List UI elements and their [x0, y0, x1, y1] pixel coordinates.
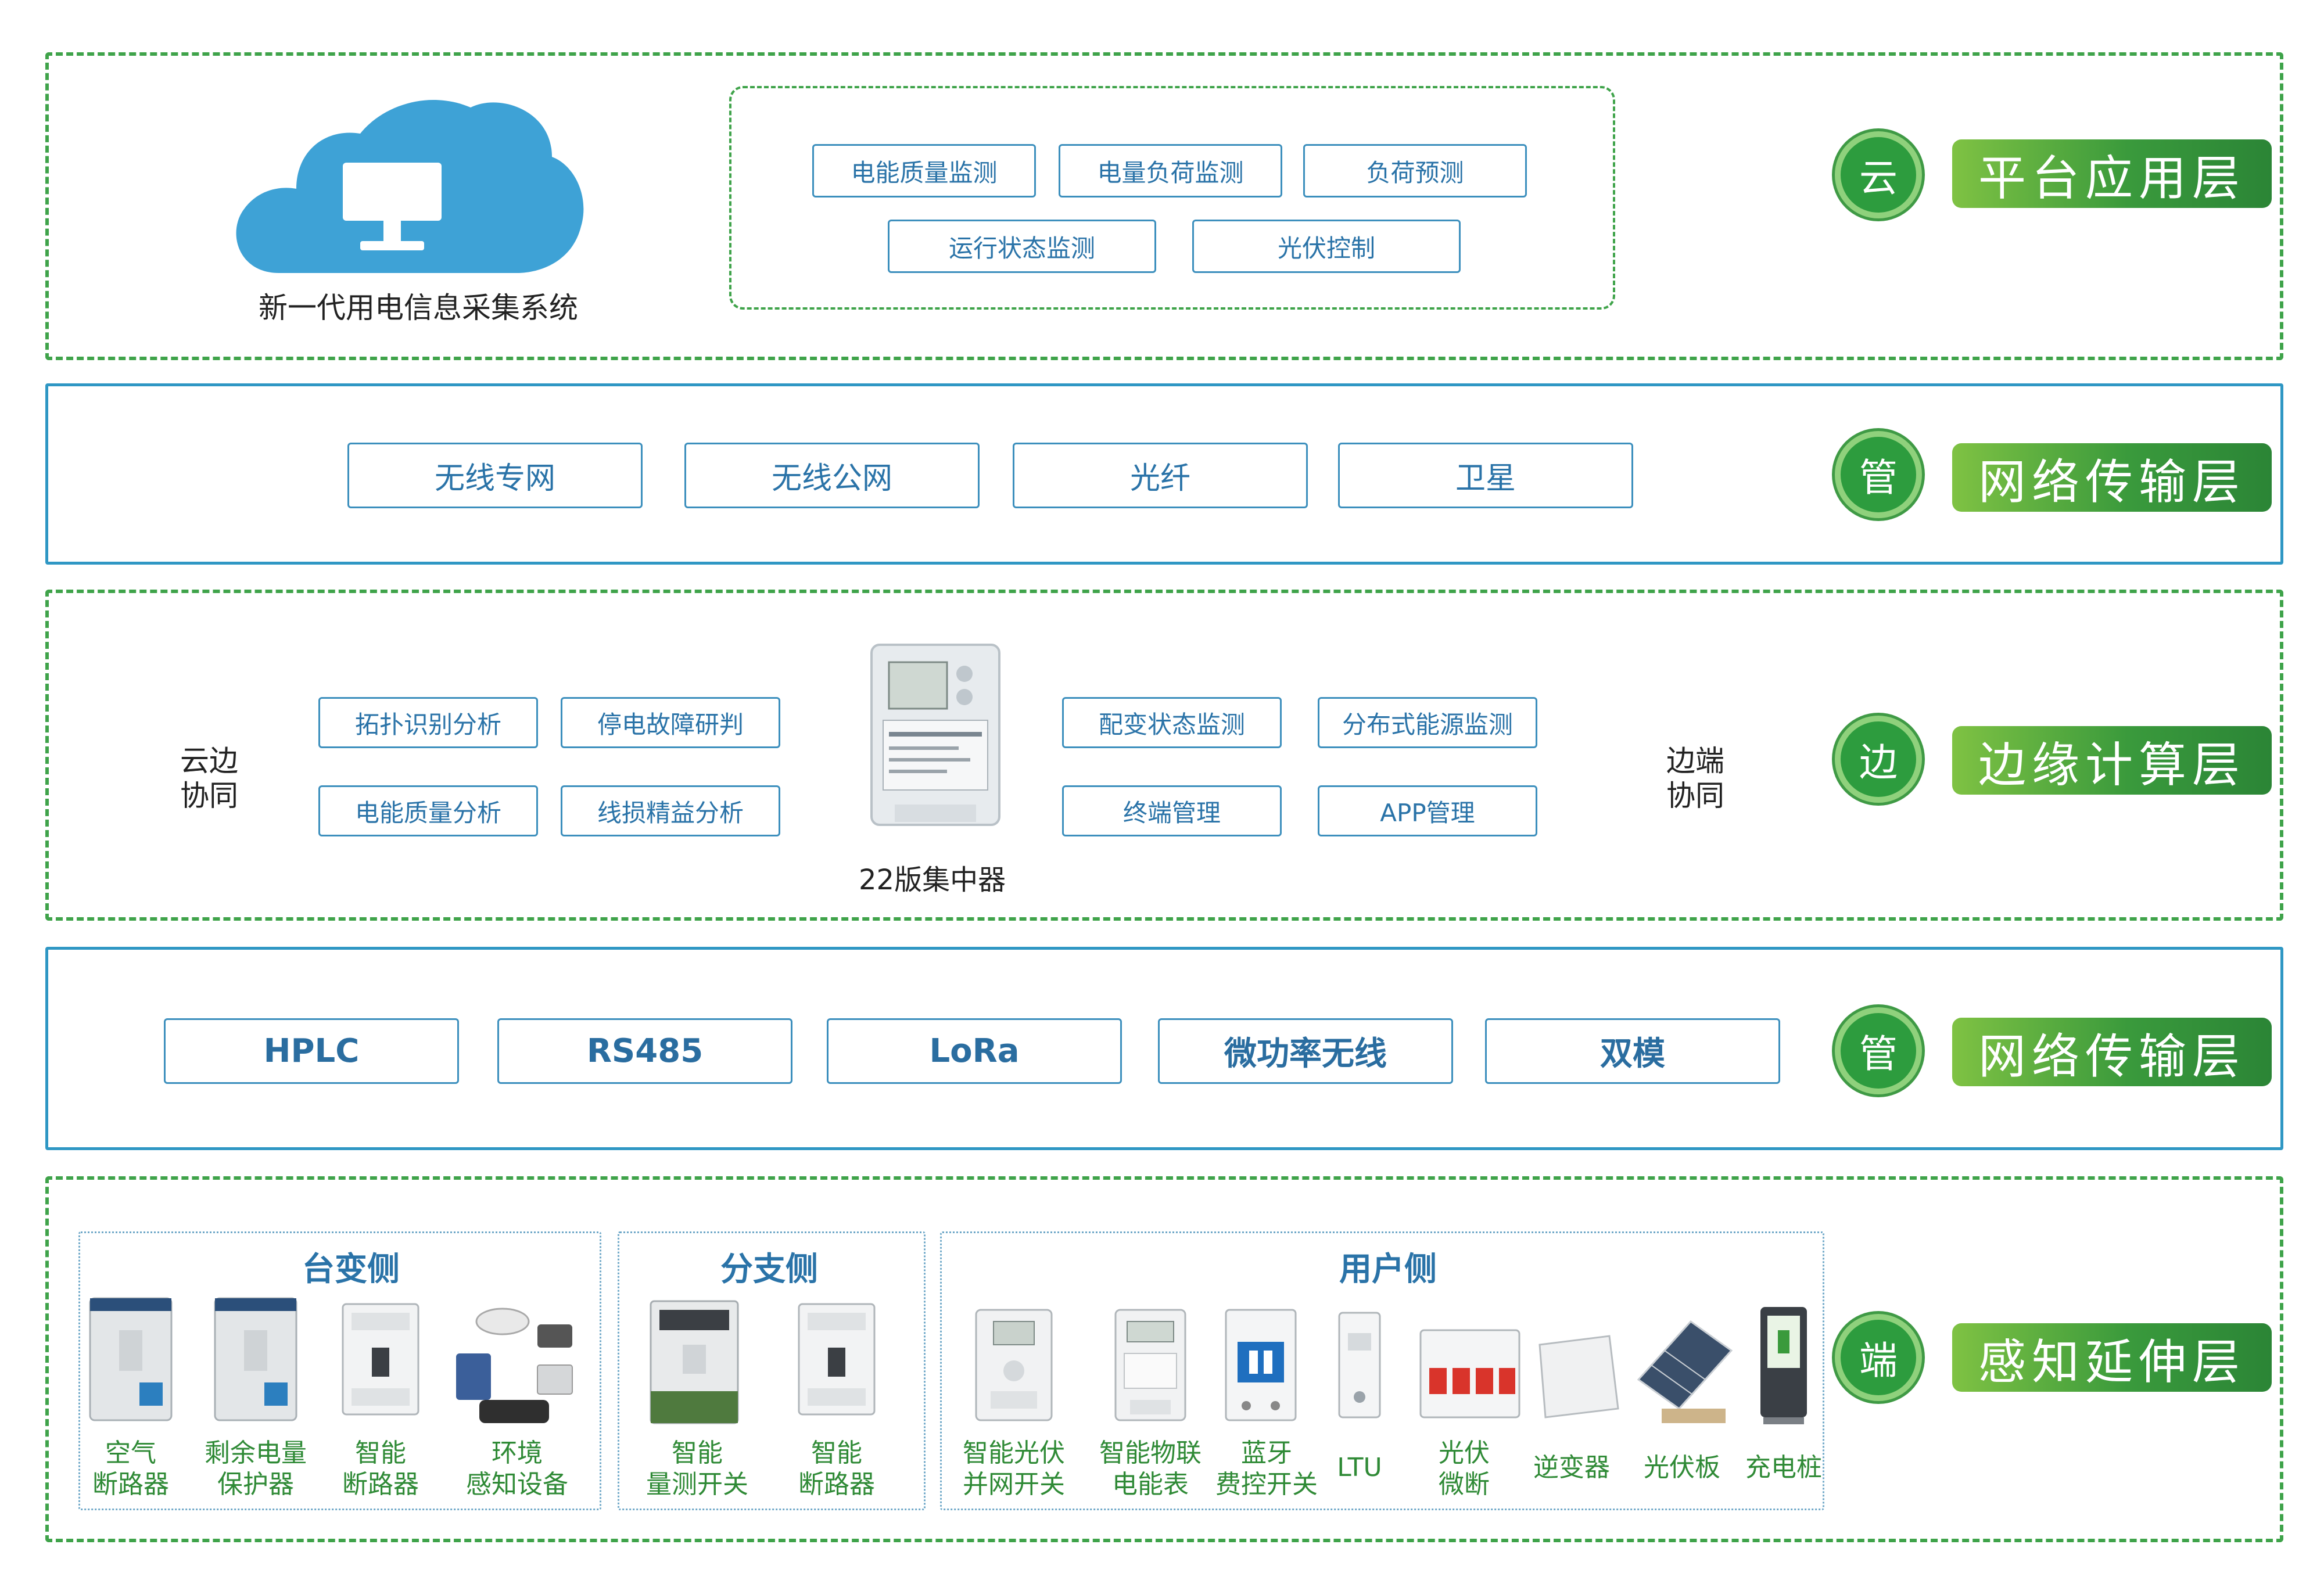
terminal-badge: 端 — [1835, 1314, 1922, 1401]
environment-sensor-image — [456, 1308, 573, 1423]
group-branch-side-title: 分支侧 — [720, 1251, 818, 1288]
inverter-image — [1538, 1335, 1619, 1418]
network-layer-top — [45, 383, 2283, 565]
network-layer-bottom — [45, 947, 2283, 1150]
smart-breaker-image — [342, 1303, 419, 1416]
device-pv-grid-switch-caption: 智能光伏并网开关 — [963, 1438, 1065, 1499]
concentrator-caption: 22版集中器 — [859, 864, 1006, 896]
edge-end-note-line1: 边端 — [1666, 744, 1724, 778]
device-iot-meter-caption: 智能物联电能表 — [1099, 1438, 1202, 1499]
pv-grid-switch-image — [975, 1309, 1053, 1421]
ltu-image — [1338, 1312, 1381, 1418]
air-breaker-image — [89, 1297, 173, 1421]
network-item-wireless-private[interactable]: 无线专网 — [347, 443, 643, 508]
function-load-monitoring[interactable]: 电量负荷监测 — [1059, 144, 1282, 197]
cloud-edge-note-line2: 协同 — [180, 779, 238, 813]
charger-image — [1760, 1307, 1807, 1424]
edge-badge: 边 — [1835, 716, 1922, 803]
device-ltu-caption: LTU — [1337, 1453, 1382, 1482]
network-badge-top: 管 — [1835, 431, 1922, 518]
device-smart-measure-switch-caption: 智能量测开关 — [646, 1438, 748, 1499]
function-outage-diagnosis[interactable]: 停电故障研判 — [561, 697, 780, 748]
function-transformer-monitoring[interactable]: 配变状态监测 — [1062, 697, 1282, 748]
device-inverter-caption: 逆变器 — [1533, 1453, 1610, 1482]
sensing-layer-label: 感知延伸层 — [1952, 1323, 2272, 1392]
residual-protector-image — [214, 1297, 297, 1421]
pv-panel-image — [1637, 1320, 1733, 1423]
device-branch-smart-breaker-caption: 智能断路器 — [798, 1438, 875, 1499]
edge-layer-label: 边缘计算层 — [1952, 726, 2272, 795]
sensing-layer — [45, 1176, 2283, 1542]
network-item-lora[interactable]: LoRa — [827, 1018, 1122, 1084]
group-transformer-side — [78, 1231, 601, 1510]
function-terminal-management[interactable]: 终端管理 — [1062, 785, 1282, 836]
device-pv-mcb-caption: 光伏微断 — [1439, 1438, 1490, 1499]
system-name: 新一代用电信息采集系统 — [259, 291, 578, 325]
bluetooth-switch-image — [1225, 1309, 1297, 1421]
cloud-icon — [236, 100, 584, 273]
network-item-micropower-wireless[interactable]: 微功率无线 — [1158, 1018, 1453, 1084]
function-pv-control[interactable]: 光伏控制 — [1192, 220, 1461, 273]
function-operation-monitoring[interactable]: 运行状态监测 — [888, 220, 1156, 273]
network-layer-top-label: 网络传输层 — [1952, 443, 2272, 512]
edge-end-note-line2: 协同 — [1666, 779, 1724, 813]
smart-measure-switch-image — [650, 1300, 739, 1424]
platform-layer-label: 平台应用层 — [1952, 139, 2272, 208]
function-topology-analysis[interactable]: 拓扑识别分析 — [318, 697, 538, 748]
concentrator-image — [870, 644, 1000, 826]
function-app-management[interactable]: APP管理 — [1318, 785, 1537, 836]
network-item-satellite[interactable]: 卫星 — [1338, 443, 1633, 508]
function-power-quality-monitoring[interactable]: 电能质量监测 — [812, 144, 1036, 197]
platform-functions-frame — [729, 86, 1615, 310]
network-item-dual-mode[interactable]: 双模 — [1485, 1018, 1780, 1084]
function-power-quality-analysis[interactable]: 电能质量分析 — [318, 785, 538, 836]
network-item-rs485[interactable]: RS485 — [497, 1018, 792, 1084]
device-bluetooth-switch-caption: 蓝牙费控开关 — [1215, 1438, 1318, 1499]
group-user-side — [940, 1231, 1824, 1510]
device-smart-breaker-caption: 智能断路器 — [342, 1438, 419, 1499]
branch-smart-breaker-image — [798, 1303, 876, 1416]
device-environment-sensor-caption: 环境感知设备 — [466, 1438, 568, 1499]
cloud-edge-note-line1: 云边 — [180, 744, 238, 778]
network-item-fiber[interactable]: 光纤 — [1013, 443, 1308, 508]
network-item-wireless-public[interactable]: 无线公网 — [684, 443, 980, 508]
cloud-badge: 云 — [1835, 131, 1922, 218]
network-badge-bottom: 管 — [1835, 1007, 1922, 1094]
network-item-hplc[interactable]: HPLC — [164, 1018, 459, 1084]
function-der-monitoring[interactable]: 分布式能源监测 — [1318, 697, 1537, 748]
pv-mcb-image — [1419, 1329, 1520, 1418]
platform-layer — [45, 52, 2283, 360]
group-branch-side — [618, 1231, 926, 1510]
network-layer-bottom-label: 网络传输层 — [1952, 1018, 2272, 1086]
device-charger-caption: 充电桩 — [1745, 1453, 1822, 1482]
iot-meter-image — [1114, 1309, 1186, 1421]
group-transformer-side-title: 台变侧 — [302, 1251, 400, 1288]
group-user-side-title: 用户侧 — [1339, 1251, 1437, 1288]
device-residual-protector-caption: 剩余电量保护器 — [205, 1438, 307, 1499]
function-load-forecast[interactable]: 负荷预测 — [1303, 144, 1527, 197]
function-line-loss-analysis[interactable]: 线损精益分析 — [561, 785, 780, 836]
device-pv-panel-caption: 光伏板 — [1644, 1453, 1720, 1482]
edge-layer — [45, 590, 2283, 921]
device-air-breaker-caption: 空气断路器 — [92, 1438, 169, 1499]
